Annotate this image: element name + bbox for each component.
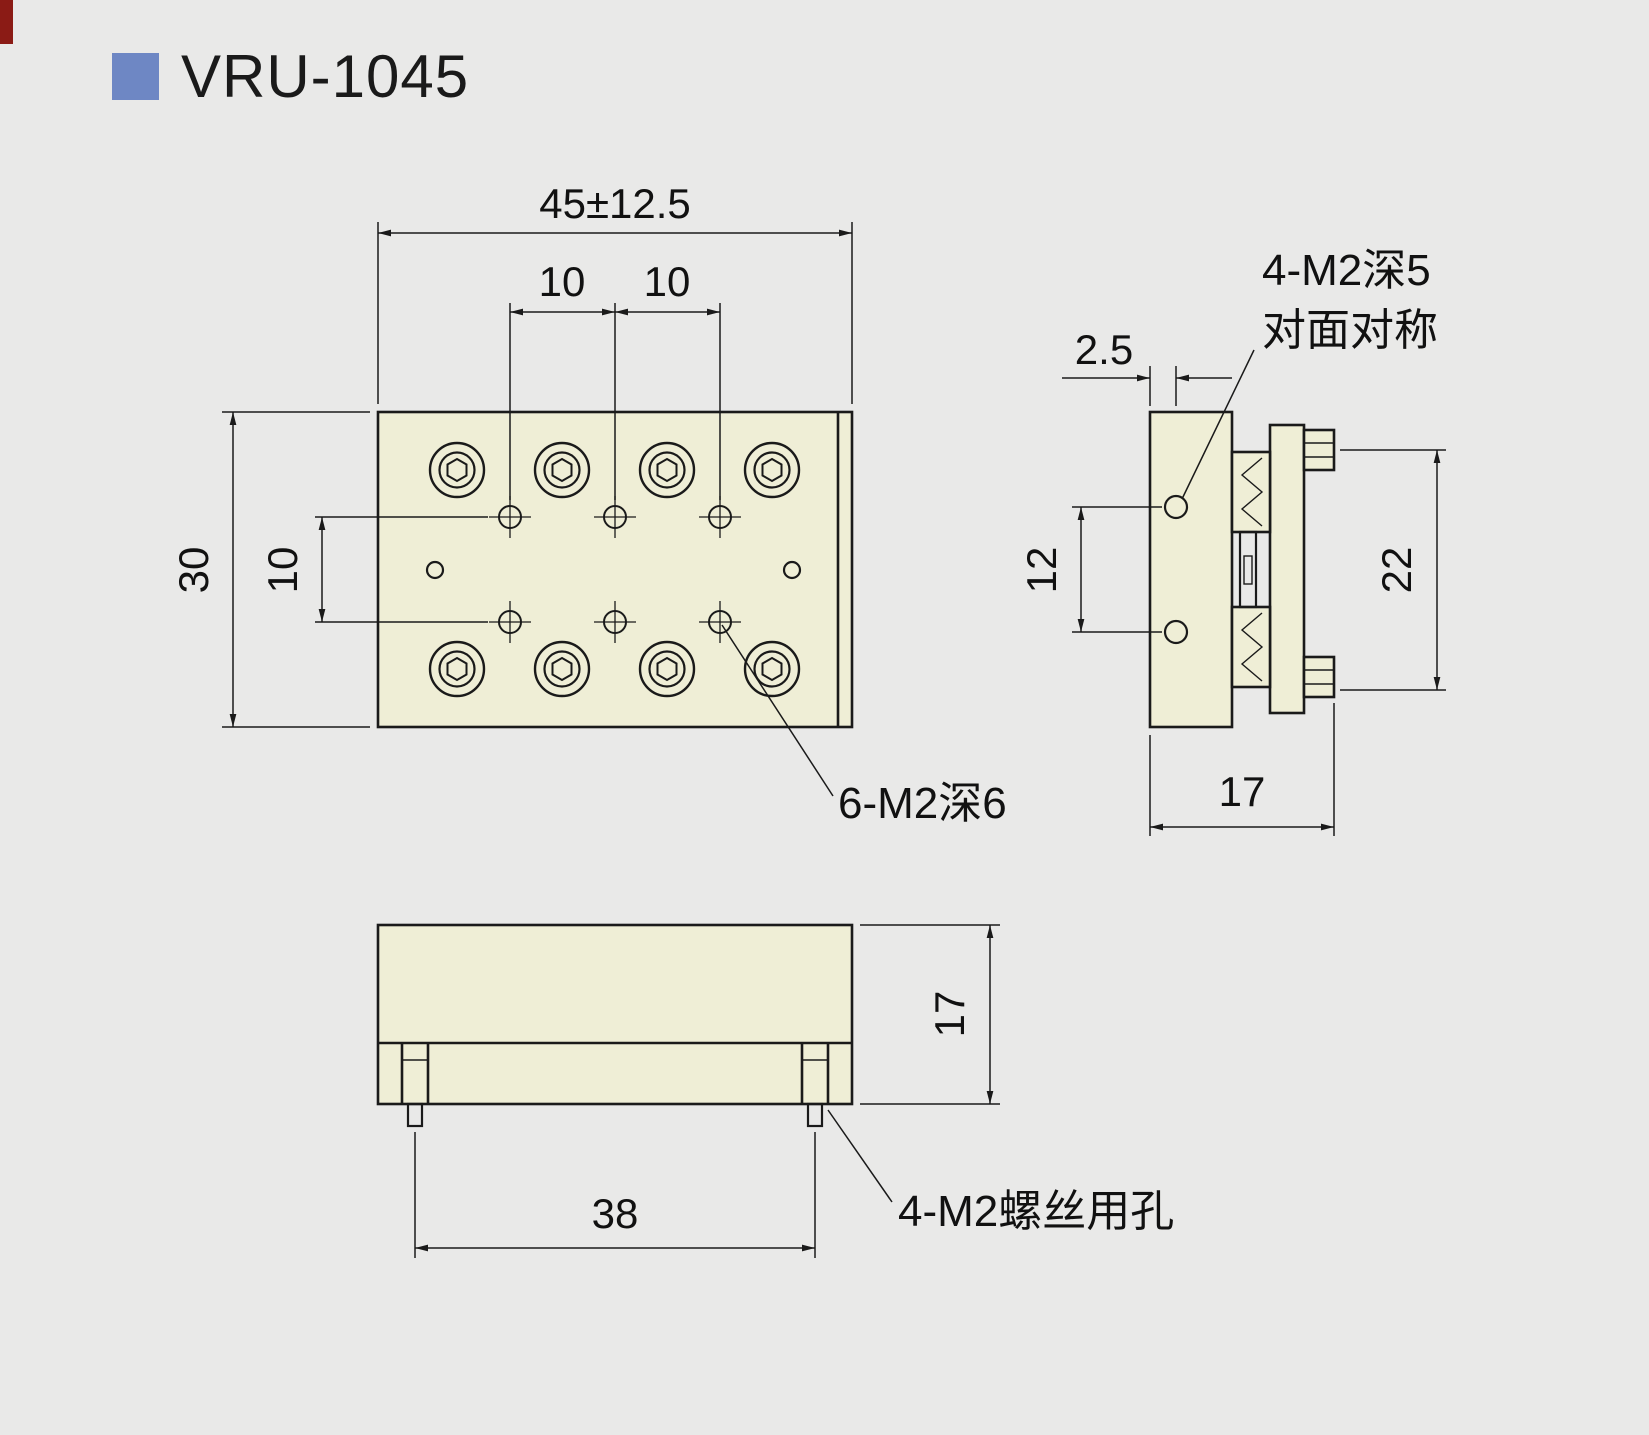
dim-top-width-value: 45±12.5	[539, 180, 691, 227]
side-view-rail-top	[1230, 450, 1272, 534]
dim-side-clamp-span-value: 22	[1373, 547, 1420, 594]
pin-hole-icon	[782, 560, 802, 580]
dim-top-height-value: 30	[170, 547, 217, 594]
side-view-clamp-bottom	[1302, 655, 1336, 699]
page-edge-bar	[0, 0, 13, 44]
dim-top-hole-pitch	[509, 303, 721, 500]
title-row: VRU-1045	[112, 42, 469, 111]
dim-top-height	[222, 411, 370, 728]
side-view-table	[1268, 423, 1306, 715]
dim-side-hole-pitch	[1072, 506, 1162, 633]
side-view-rail-bottom	[1230, 605, 1272, 689]
dim-front-foot-pitch-value: 38	[592, 1190, 639, 1237]
v-groove-icon	[1240, 612, 1264, 682]
front-screw-tip	[806, 1102, 824, 1128]
side-tapped-hole-icon	[1163, 494, 1189, 520]
side-view-body	[1148, 410, 1234, 729]
note-front-screw-holes: 4-M2螺丝用孔	[898, 1187, 1174, 1236]
dim-side-hole-pitch-value: 12	[1018, 547, 1065, 594]
front-view: 17 38 4-M2螺丝用孔	[376, 923, 1174, 1258]
leader-front-screw-holes	[827, 1109, 893, 1203]
page-title: VRU-1045	[181, 43, 470, 110]
side-view-slot-detail	[1243, 555, 1253, 585]
side-view-clamp-top	[1302, 428, 1336, 472]
dim-top-vertical-pitch	[315, 516, 488, 623]
title-bullet-square	[112, 53, 159, 100]
side-view-center-slot	[1238, 530, 1258, 609]
dim-top-vertical-pitch-value: 10	[259, 547, 306, 594]
front-view-body	[376, 923, 854, 1106]
note-tapped-holes: 6-M2深6	[838, 779, 1007, 828]
dim-side-depth	[1149, 703, 1335, 836]
dim-top-width	[377, 222, 853, 404]
leader-side-tapped-holes	[1181, 349, 1255, 500]
top-view: 45±12.5 10 10 30	[170, 180, 1007, 828]
dim-top-pitch-left-value: 10	[539, 258, 586, 305]
v-groove-icon	[1240, 457, 1264, 527]
dim-front-height-value: 17	[926, 991, 973, 1038]
note-side-tapped-holes-line1: 4-M2深5	[1262, 246, 1431, 295]
leader-tapped-holes	[721, 624, 834, 797]
front-screw-tip	[406, 1102, 424, 1128]
dim-front-foot-pitch	[414, 1132, 816, 1258]
dim-side-clamp-span	[1340, 449, 1446, 691]
dim-side-depth-value: 17	[1219, 768, 1266, 815]
dim-side-edge-offset	[1062, 366, 1232, 406]
pin-hole-icon	[425, 560, 445, 580]
dim-front-height	[860, 924, 1000, 1105]
note-side-tapped-holes-line2: 对面对称	[1262, 306, 1438, 355]
dim-side-edge-offset-value: 2.5	[1075, 326, 1133, 373]
dim-top-pitch-right-value: 10	[644, 258, 691, 305]
side-view: 2.5 12 22 17 4	[1018, 246, 1446, 836]
side-tapped-hole-icon	[1163, 619, 1189, 645]
